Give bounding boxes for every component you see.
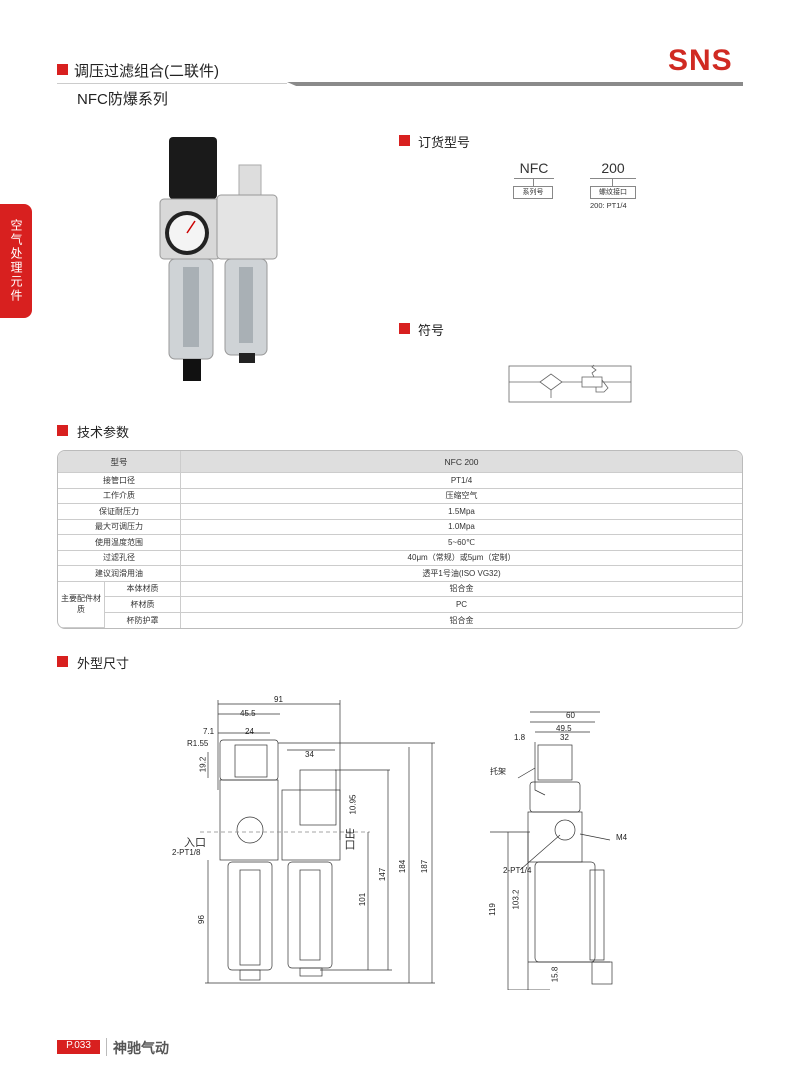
dim-label: 24 [245, 727, 254, 736]
table-row: 杯防护罩 铝合金 [58, 612, 742, 628]
dim-label: 15.8 [550, 966, 560, 983]
row-value: 5~60℃ [181, 535, 742, 551]
col-header: NFC 200 [181, 451, 742, 473]
underline [514, 178, 554, 179]
section-marker [399, 323, 410, 334]
dim-label: 96 [196, 915, 206, 924]
footer-brand: 神驰气动 [113, 1040, 169, 1056]
port-label: 螺纹接口 [590, 186, 636, 199]
dim-label: 91 [274, 695, 283, 704]
row-value: 1.0Mpa [181, 520, 742, 535]
dim-label: 45.5 [240, 709, 256, 718]
dim-label: 19.2 [198, 756, 208, 773]
connector [612, 178, 613, 186]
page-title: 调压过滤组合(二联件) [74, 63, 219, 80]
ordering-title: 订货型号 [418, 135, 471, 150]
row-label: 保证耐压力 [58, 504, 181, 520]
dim-label: 119 [487, 903, 497, 916]
divider [106, 1038, 107, 1056]
side-view-drawing [490, 711, 613, 990]
dim-label: 7.1 [203, 727, 215, 736]
row-value: 透平1号油(ISO VG32) [181, 566, 742, 582]
dim-label: R1.55 [187, 739, 209, 748]
dim-label: 147 [378, 867, 388, 882]
row-label: 最大可调压力 [58, 519, 181, 535]
group-label: 主要配件材质 [58, 581, 105, 628]
row-value: 铝合金 [181, 582, 742, 597]
front-view-drawing [200, 700, 435, 984]
page-number: P.033 [57, 1040, 100, 1054]
section-marker [57, 656, 68, 667]
dim-label: 103.2 [511, 889, 521, 910]
underline [590, 178, 636, 179]
dim-label: 49.5 [556, 724, 572, 733]
series-label: 系列号 [513, 186, 553, 199]
row-label: 工作介质 [58, 488, 181, 504]
series-code: NFC [519, 160, 549, 176]
row-label: 使用温度范围 [58, 535, 181, 551]
row-label: 本体材质 [105, 581, 181, 597]
row-value: PC [181, 597, 742, 613]
table-row: 工作介质压缩空气 [58, 488, 742, 504]
row-label: 接管口径 [58, 473, 181, 489]
dim-label: 2-PT1/8 [172, 848, 201, 857]
symbol-title: 符号 [418, 323, 445, 338]
col-header: 型号 [58, 451, 181, 473]
port-note: 200: PT1/4 [590, 201, 627, 210]
row-value: PT1/4 [181, 473, 742, 489]
side-category-tab[interactable]: 空气处理元件 [0, 204, 32, 318]
row-label: 过滤孔径 [58, 550, 181, 566]
section-marker [57, 425, 68, 436]
connector [533, 178, 534, 186]
row-label: 杯防护罩 [105, 612, 181, 628]
dim-label: 10.95 [348, 794, 358, 815]
row-label: 建议润滑用油 [58, 566, 181, 582]
brand-logo: SNS [668, 44, 733, 77]
outlet-label: 出口 [343, 828, 355, 850]
page-subtitle: NFC防爆系列 [77, 91, 168, 108]
row-value: 铝合金 [449, 615, 474, 625]
dimensions-title: 外型尺寸 [77, 656, 130, 671]
dim-label: 187 [420, 859, 430, 874]
row-value: 1.5Mpa [181, 504, 742, 520]
dim-label: M4 [616, 833, 628, 842]
table-row: 建议润滑用油透平1号油(ISO VG32) [58, 566, 742, 582]
dim-label: 184 [398, 859, 408, 874]
inlet-label: 入口 [184, 837, 206, 849]
divider [57, 83, 287, 84]
dim-label: 60 [566, 711, 575, 720]
divider-bar [287, 82, 743, 86]
section-marker [399, 135, 410, 146]
row-value: 40μm（常规）或5μm（定制） [181, 551, 742, 566]
dim-label: 托架 [490, 767, 506, 776]
title-marker [57, 64, 68, 75]
dim-label: 34 [305, 750, 314, 759]
port-code: 200 [601, 160, 625, 176]
row-value: 压缩空气 [181, 489, 742, 504]
table-row: 主要配件材质本体材质铝合金 [58, 581, 742, 628]
dim-label: 2-PT1/4 [503, 866, 532, 875]
pneumatic-symbol [508, 364, 632, 403]
row-label: 杯材质 [105, 597, 181, 613]
product-photo [159, 137, 278, 381]
dim-label: 32 [560, 733, 569, 742]
dim-label: 1.8 [514, 733, 526, 742]
specs-title: 技术参数 [77, 425, 130, 440]
dim-label: 101 [358, 892, 368, 907]
